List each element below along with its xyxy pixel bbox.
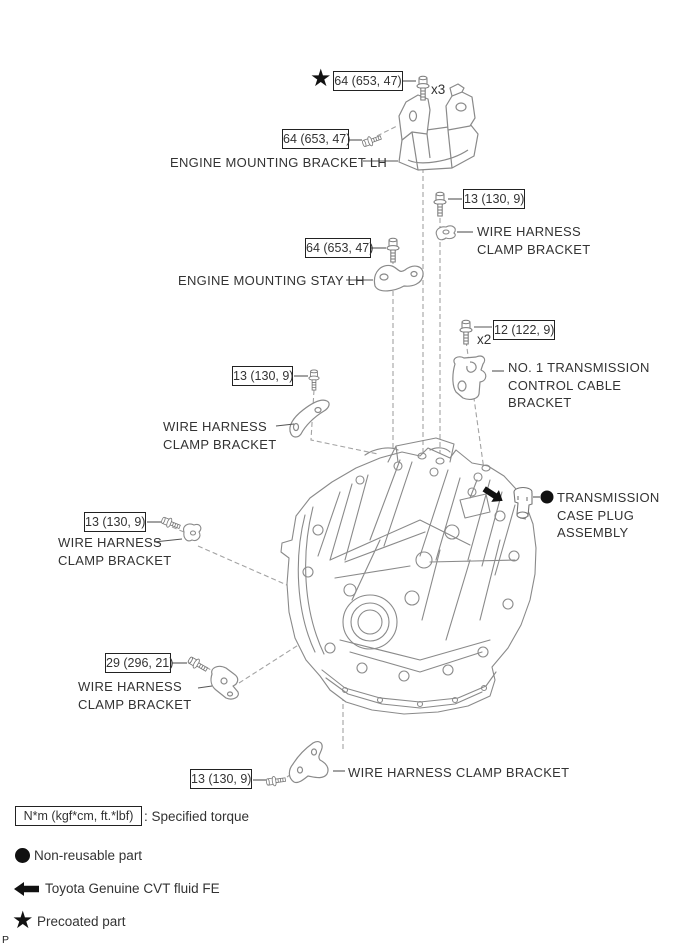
- case-plug-drawing: [513, 486, 533, 520]
- label-wire-harness-clamp-left: WIRE HARNESS CLAMP BRACKET: [58, 535, 172, 568]
- fluid-arrow-icon: [482, 486, 503, 502]
- wire-harness-clamp-mid-drawing: [289, 399, 330, 438]
- label-wire-harness-clamp-mid: WIRE HARNESS CLAMP BRACKET: [163, 419, 277, 452]
- wire-harness-clamp-right-drawing: [435, 225, 456, 241]
- torque-box-bracket-lh: 64 (653, 47): [282, 129, 350, 149]
- label-wire-harness-clamp-bottom: WIRE HARNESS CLAMP BRACKET: [348, 765, 570, 780]
- transmission-drawing: [280, 437, 537, 715]
- label-control-cable-bracket: NO. 1 TRANSMISSION CONTROL CABLE BRACKET: [508, 360, 650, 410]
- wire-harness-clamp-lower-drawing: [210, 665, 239, 700]
- legend-cvt-fluid-text: Toyota Genuine CVT fluid FE: [45, 881, 220, 896]
- qty-x3: x3: [431, 82, 446, 97]
- legend-precoated-star-icon: ★: [12, 906, 34, 934]
- wire-harness-clamp-left-drawing: [183, 523, 202, 542]
- precoated-star-icon: ★: [310, 64, 332, 92]
- page-marker: P: [2, 934, 10, 946]
- torque-box-cable-bracket: 12 (122, 9): [493, 320, 555, 340]
- wire-harness-clamp-bottom-drawing: [288, 741, 329, 784]
- label-wire-harness-clamp-lower: WIRE HARNESS CLAMP BRACKET: [78, 679, 192, 712]
- engine-mounting-stay-drawing: [373, 264, 424, 292]
- label-engine-mounting-bracket-lh: ENGINE MOUNTING BRACKET LH: [170, 155, 388, 170]
- control-cable-bracket-drawing: [452, 355, 487, 400]
- legend-torque-desc: : Specified torque: [144, 809, 250, 824]
- label-transmission-case-plug: TRANSMISSION CASE PLUG ASSEMBLY: [557, 490, 660, 540]
- legend-precoated-text: Precoated part: [37, 914, 126, 929]
- engine-mounting-bracket-drawing: [398, 83, 479, 171]
- torque-box-clamp-bottom: 13 (130, 9): [190, 769, 252, 789]
- legend-fluid-arrow-icon: [14, 882, 39, 896]
- label-engine-mounting-stay-lh: ENGINE MOUNTING STAY LH: [178, 273, 365, 288]
- label-wire-harness-clamp-right: WIRE HARNESS CLAMP BRACKET: [477, 224, 591, 257]
- torque-box-clamp-mid: 13 (130, 9): [232, 366, 293, 386]
- torque-box-clamp-right: 13 (130, 9): [463, 189, 525, 209]
- torque-box-stay-lh: 64 (653, 47): [305, 238, 373, 258]
- leader-lines: [147, 80, 540, 781]
- torque-box-clamp-lower: 29 (296, 21): [105, 653, 173, 673]
- torque-box-top: 64 (653, 47): [333, 71, 403, 91]
- non-reusable-dot-icon: [540, 490, 554, 504]
- legend-non-reusable-text: Non-reusable part: [34, 848, 143, 863]
- legend-non-reusable-icon: [15, 848, 30, 863]
- legend-torque-box: N*m (kgf*cm, ft.*lbf): [15, 806, 142, 826]
- qty-x2: x2: [477, 332, 492, 347]
- torque-box-clamp-left: 13 (130, 9): [84, 512, 146, 532]
